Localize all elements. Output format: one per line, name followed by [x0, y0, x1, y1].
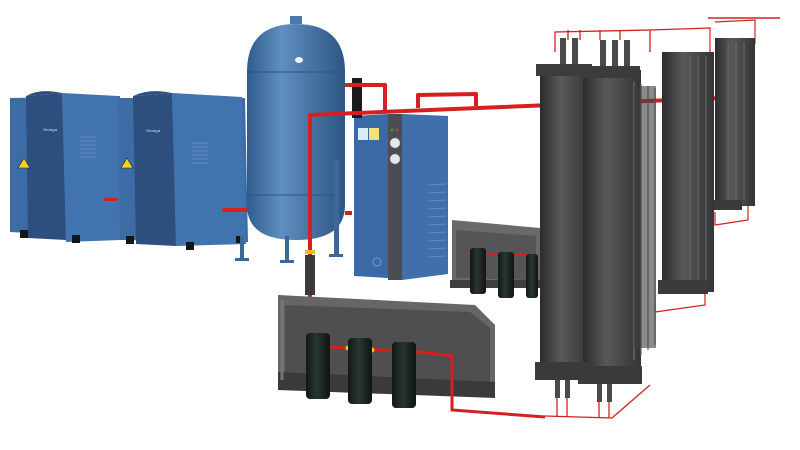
air-dryer	[354, 114, 448, 280]
compressor-2	[118, 91, 248, 250]
pressure-gauge-icon	[389, 153, 401, 165]
filter-bank-rear	[450, 220, 540, 298]
hazard-triangle-icon	[120, 157, 134, 169]
tower-group-3	[708, 17, 780, 226]
brand-logo: Omega	[146, 128, 161, 133]
tower-group-2	[649, 27, 714, 313]
tower-group-1	[535, 29, 656, 419]
pressure-gauge-icon	[389, 137, 401, 149]
compressor-1	[10, 91, 120, 243]
hazard-triangle-icon	[17, 157, 31, 169]
brand-logo: Omega	[43, 127, 58, 132]
receiver-tank	[235, 16, 345, 263]
filter-bank-front	[278, 295, 546, 419]
